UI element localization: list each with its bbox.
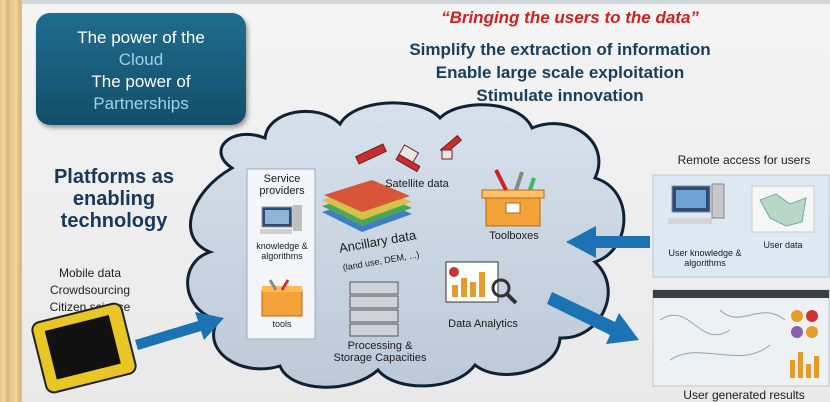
results-pie-charts	[791, 310, 818, 338]
small-toolbox-icon	[261, 279, 303, 317]
knowledge-label: knowledge & algorithms	[249, 241, 315, 261]
processing-storage-label: Processing & Storage Capacities	[325, 340, 435, 364]
results-title: User generated results	[683, 388, 805, 402]
toolbox-icon	[481, 169, 545, 227]
goal-enable: Enable large scale exploitation	[435, 63, 685, 82]
user-knowledge-label: User knowledge & algorithms	[660, 248, 750, 268]
processing-line-2: Storage Capacities	[333, 352, 427, 364]
knowledge-line-2: algorithms	[261, 251, 303, 261]
platforms-line-3: technology	[60, 210, 168, 232]
tools-label: tools	[272, 319, 292, 329]
arrow-to-cloud	[135, 312, 224, 350]
toolboxes-label: Toolboxes	[489, 230, 539, 242]
rugged-tablet-icon	[31, 302, 137, 394]
results-map-graphic	[659, 309, 786, 361]
ancillary-layers-icon	[322, 180, 412, 232]
satellite-data-label: Satellite data	[385, 178, 449, 190]
satellite-icons	[355, 134, 463, 173]
platforms-heading: Platforms as enabling technology	[34, 166, 194, 232]
service-providers-label: Service providers	[249, 173, 315, 197]
user-data-map-icon	[751, 185, 815, 233]
service-providers-line-2: providers	[259, 185, 305, 197]
mobile-line-2: Crowdsourcing	[49, 283, 131, 297]
service-providers-line-1: Service	[263, 173, 301, 185]
user-data-label: User data	[763, 240, 803, 250]
power-line-2: Cloud	[118, 50, 164, 69]
computer-icon	[260, 205, 302, 234]
remote-access-title: Remote access for users	[677, 153, 811, 167]
data-analytics-icon	[445, 261, 518, 305]
arrow-to-results	[547, 292, 639, 344]
power-line-3: The power of	[91, 72, 191, 91]
power-of-cloud-box: The power of the Cloud The power of Part…	[36, 13, 246, 125]
goal-simplify: Simplify the extraction of information	[409, 40, 711, 59]
server-icon	[349, 281, 399, 337]
mobile-line-1: Mobile data	[58, 266, 122, 280]
processing-line-1: Processing &	[347, 340, 413, 352]
power-line-4: Partnerships	[93, 94, 189, 113]
results-bar-charts	[790, 352, 819, 378]
knowledge-line-1: knowledge &	[256, 241, 308, 251]
wood-background-strip	[0, 0, 22, 402]
data-analytics-label: Data Analytics	[448, 318, 518, 330]
tagline: “Bringing the users to the data”	[441, 8, 699, 27]
power-line-1: The power of the	[77, 28, 205, 47]
user-knowledge-line-2: algorithms	[684, 258, 726, 268]
arrow-to-toolboxes	[566, 226, 650, 258]
goal-stimulate: Stimulate innovation	[476, 86, 644, 105]
slide-top-bar	[22, 0, 830, 4]
user-computer-icon	[668, 183, 725, 224]
platforms-line-1: Platforms as	[53, 166, 175, 188]
platforms-line-2: enabling	[72, 188, 156, 210]
user-knowledge-line-1: User knowledge &	[668, 248, 742, 258]
